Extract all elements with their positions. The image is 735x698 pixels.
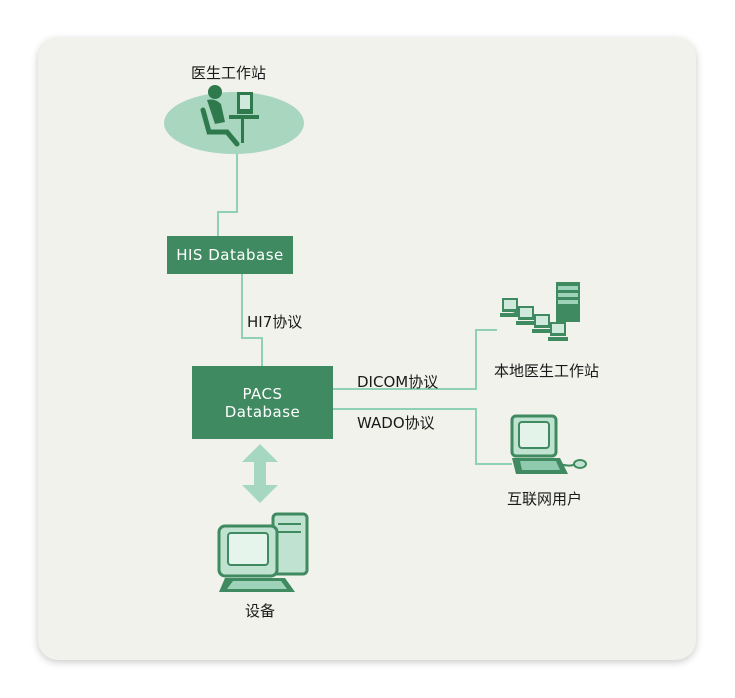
line-his-pacs — [241, 274, 263, 366]
line-dicom — [333, 329, 497, 390]
device-label: 设备 — [245, 602, 276, 620]
pacs-database-box: PACS Database — [192, 366, 333, 439]
network-workstations-icon — [500, 282, 580, 341]
computer-device-icon — [217, 512, 309, 592]
line-workstation-his — [217, 152, 238, 236]
pacs-database-label-line1: PACS — [242, 384, 283, 403]
diagram-card — [38, 38, 696, 660]
laptop-icon — [510, 414, 587, 474]
line-wado — [333, 408, 512, 465]
doctor-workstation-label: 医生工作站 — [191, 64, 267, 82]
his-database-label: HIS Database — [176, 246, 284, 264]
bidirectional-arrow-icon — [242, 444, 278, 503]
hl7-protocol-label: HI7协议 — [247, 313, 303, 331]
his-database-box: HIS Database — [167, 236, 293, 274]
doctor-workstation-icon — [164, 85, 304, 154]
dicom-protocol-label: DICOM协议 — [357, 373, 439, 391]
pacs-database-label-line2: Database — [224, 402, 301, 421]
wado-protocol-label: WADO协议 — [357, 414, 435, 432]
local-workstations-label: 本地医生工作站 — [494, 362, 600, 380]
internet-users-label: 互联网用户 — [507, 490, 583, 508]
